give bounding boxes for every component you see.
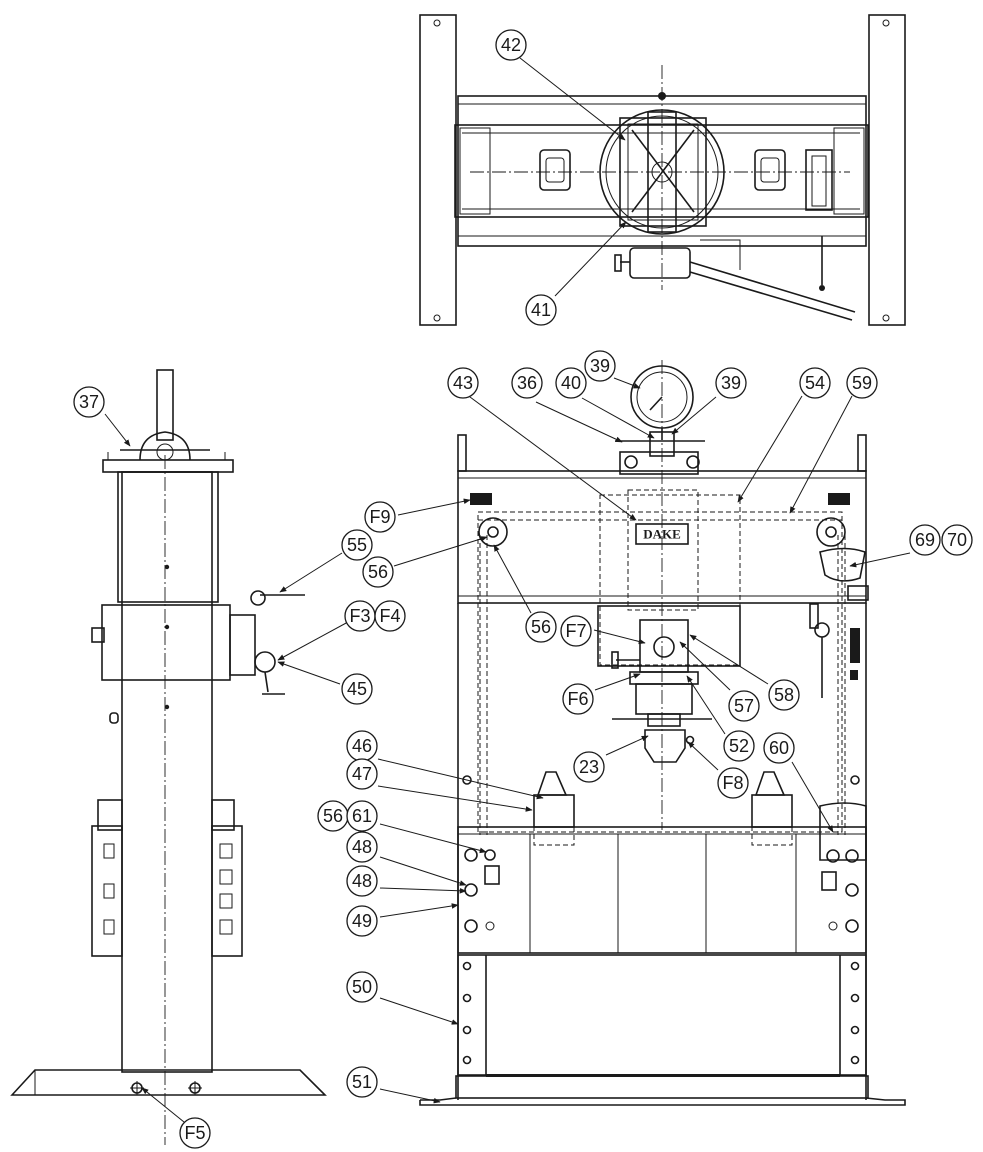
callout-label: 58 bbox=[774, 685, 794, 705]
callout: 48 bbox=[346, 831, 378, 863]
side-view bbox=[10, 369, 327, 1145]
callout: 49 bbox=[346, 905, 378, 937]
callout-label: 40 bbox=[561, 373, 581, 393]
callout-label: 47 bbox=[352, 764, 372, 784]
callout-label: 36 bbox=[517, 373, 537, 393]
callout: F6 bbox=[562, 683, 594, 715]
callout-label: 42 bbox=[501, 35, 521, 55]
callout-label: F3 bbox=[349, 606, 370, 626]
callout: F7 bbox=[560, 615, 592, 647]
callout: 45 bbox=[341, 673, 373, 705]
callout-label: 60 bbox=[769, 738, 789, 758]
callout-label: F4 bbox=[379, 606, 400, 626]
callout: 61 bbox=[346, 800, 378, 832]
callout: 42 bbox=[495, 29, 527, 61]
callout-label: 39 bbox=[721, 373, 741, 393]
callout-label: 61 bbox=[352, 806, 372, 826]
callout: 48 bbox=[346, 865, 378, 897]
callout-label: 56 bbox=[368, 562, 388, 582]
callout: F8 bbox=[717, 767, 749, 799]
callout-label: 37 bbox=[79, 392, 99, 412]
callout-label: 70 bbox=[947, 530, 967, 550]
callout: 37 bbox=[73, 386, 105, 418]
callout: 57 bbox=[728, 690, 760, 722]
callout-label: 59 bbox=[852, 373, 872, 393]
callout: F5 bbox=[179, 1117, 211, 1149]
callout-label: 55 bbox=[347, 535, 367, 555]
callout-label: 43 bbox=[453, 373, 473, 393]
callout-label: F5 bbox=[184, 1123, 205, 1143]
callout: F9 bbox=[364, 501, 396, 533]
brand-plate-text: DAKE bbox=[643, 527, 681, 542]
callout: 39 bbox=[715, 367, 747, 399]
callout-label: F6 bbox=[567, 689, 588, 709]
callout: 41 bbox=[525, 294, 557, 326]
callout: 46 bbox=[346, 730, 378, 762]
callout: 36 bbox=[511, 367, 543, 399]
callout-bubbles: 42 41 37 55 F3 F4 45 F5 43 36 40 39 39 5… bbox=[73, 29, 973, 1149]
callout: 55 bbox=[341, 529, 373, 561]
callout: 50 bbox=[346, 971, 378, 1003]
callout: 69 bbox=[909, 524, 941, 556]
callout-label: F7 bbox=[565, 621, 586, 641]
callout: 56 bbox=[362, 556, 394, 588]
callout-label: 50 bbox=[352, 977, 372, 997]
callout: 56 bbox=[317, 800, 349, 832]
callout-label: F8 bbox=[722, 773, 743, 793]
callout-label: 69 bbox=[915, 530, 935, 550]
callout-label: 41 bbox=[531, 300, 551, 320]
top-view bbox=[419, 14, 906, 326]
callout: 47 bbox=[346, 758, 378, 790]
callout: 40 bbox=[555, 367, 587, 399]
callout-label: 46 bbox=[352, 736, 372, 756]
callout: 70 bbox=[941, 524, 973, 556]
callout-label: 56 bbox=[323, 806, 343, 826]
callout: 54 bbox=[799, 367, 831, 399]
callout: 58 bbox=[768, 679, 800, 711]
callout-label: 39 bbox=[590, 356, 610, 376]
callout-label: 51 bbox=[352, 1072, 372, 1092]
front-view: DAKE bbox=[419, 360, 906, 1106]
callout: F4 bbox=[374, 600, 406, 632]
callout: 43 bbox=[447, 367, 479, 399]
callout-label: 48 bbox=[352, 837, 372, 857]
callout: 60 bbox=[763, 732, 795, 764]
callout: 56 bbox=[525, 611, 557, 643]
callout-label: 56 bbox=[531, 617, 551, 637]
callout-label: 23 bbox=[579, 757, 599, 777]
callout-label: 54 bbox=[805, 373, 825, 393]
callout: 59 bbox=[846, 367, 878, 399]
callout: 23 bbox=[573, 751, 605, 783]
callout: 39 bbox=[584, 350, 616, 382]
callout: 52 bbox=[723, 730, 755, 762]
leader-lines bbox=[104, 57, 911, 1123]
callout: F3 bbox=[344, 600, 376, 632]
callout-label: 48 bbox=[352, 871, 372, 891]
callout-label: 52 bbox=[729, 736, 749, 756]
callout: 51 bbox=[346, 1066, 378, 1098]
callout-label: F9 bbox=[369, 507, 390, 527]
callout-label: 45 bbox=[347, 679, 367, 699]
callout-label: 57 bbox=[734, 696, 754, 716]
callout-label: 49 bbox=[352, 911, 372, 931]
